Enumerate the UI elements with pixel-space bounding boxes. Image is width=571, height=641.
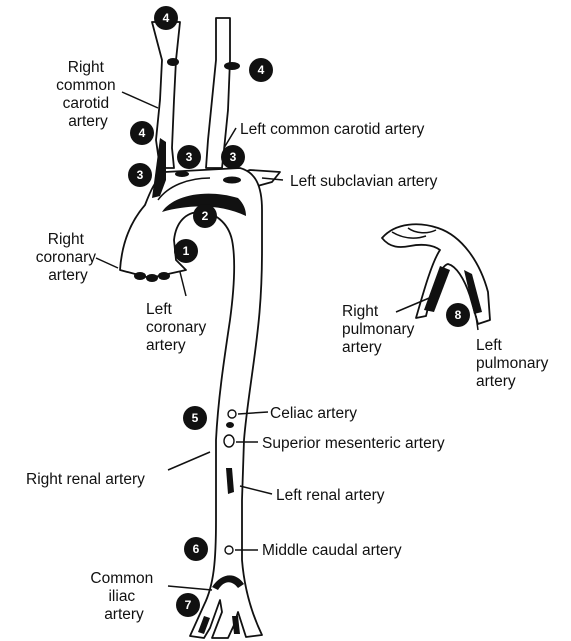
leader-right-renal (168, 452, 210, 470)
marker-1: 1 (174, 239, 198, 263)
label-left-pulmonary: Left pulmonary artery (476, 337, 553, 390)
marker-7: 7 (176, 593, 200, 617)
marker-3-left: 3 (128, 163, 152, 187)
marker-3-right: 3 (221, 145, 245, 169)
plaque-coronary-1 (134, 272, 146, 280)
marker-4-right: 4 (249, 58, 273, 82)
label-right-pulmonary: Right pulmonary artery (342, 303, 419, 356)
label-left-renal: Left renal artery (276, 487, 385, 504)
label-left-common-carotid: Left common carotid artery (240, 121, 425, 138)
svg-text:4: 4 (163, 11, 170, 25)
marker-5: 5 (183, 406, 207, 430)
left-common-carotid-vessel (206, 18, 230, 168)
svg-text:4: 4 (258, 63, 265, 77)
svg-text:2: 2 (202, 209, 209, 223)
label-left-coronary: Left coronary artery (146, 301, 211, 354)
marker-8: 8 (446, 303, 470, 327)
leader-common-iliac (168, 586, 212, 590)
pulmonary-artery-inset (382, 224, 490, 324)
svg-text:3: 3 (230, 150, 237, 164)
leader-left-coronary (180, 272, 186, 296)
plaque-left-carotid-base (175, 171, 189, 177)
plaque-right-carotid-upper (167, 58, 179, 66)
marker-2: 2 (193, 204, 217, 228)
svg-text:7: 7 (185, 598, 192, 612)
plaque-coronary-3 (158, 272, 170, 280)
marker-6: 6 (184, 537, 208, 561)
marker-4-top: 4 (154, 6, 178, 30)
svg-text:3: 3 (186, 150, 193, 164)
label-celiac: Celiac artery (270, 405, 357, 422)
artery-labels: Right common carotid artery Left common … (26, 59, 553, 623)
aortic-arch-and-descending-aorta (120, 168, 262, 638)
svg-text:4: 4 (139, 126, 146, 140)
plaque-celiac (226, 422, 234, 428)
svg-text:5: 5 (192, 411, 199, 425)
marker-3-center: 3 (177, 145, 201, 169)
leader-left-renal (240, 486, 272, 494)
label-right-coronary: Right coronary artery (36, 231, 101, 284)
plaque-subclavian (223, 177, 241, 184)
leader-right-common-carotid (122, 92, 158, 108)
label-left-subclavian: Left subclavian artery (290, 173, 438, 190)
svg-text:6: 6 (193, 542, 200, 556)
svg-text:1: 1 (183, 244, 190, 258)
plaque-iliac-left (232, 616, 240, 634)
plaque-left-carotid-upper (224, 62, 240, 70)
label-common-iliac: Common iliac artery (90, 570, 157, 623)
label-middle-caudal: Middle caudal artery (262, 542, 402, 559)
svg-text:8: 8 (455, 308, 462, 322)
label-right-common-carotid: Right common carotid artery (56, 59, 120, 130)
middle-caudal-ostium (225, 546, 233, 554)
marker-4-left: 4 (130, 121, 154, 145)
sma-ostium (224, 435, 234, 447)
svg-text:3: 3 (137, 168, 144, 182)
label-superior-mesenteric: Superior mesenteric artery (262, 435, 445, 452)
plaque-coronary-2 (146, 274, 158, 282)
celiac-ostium (228, 410, 236, 418)
label-right-renal: Right renal artery (26, 471, 145, 488)
